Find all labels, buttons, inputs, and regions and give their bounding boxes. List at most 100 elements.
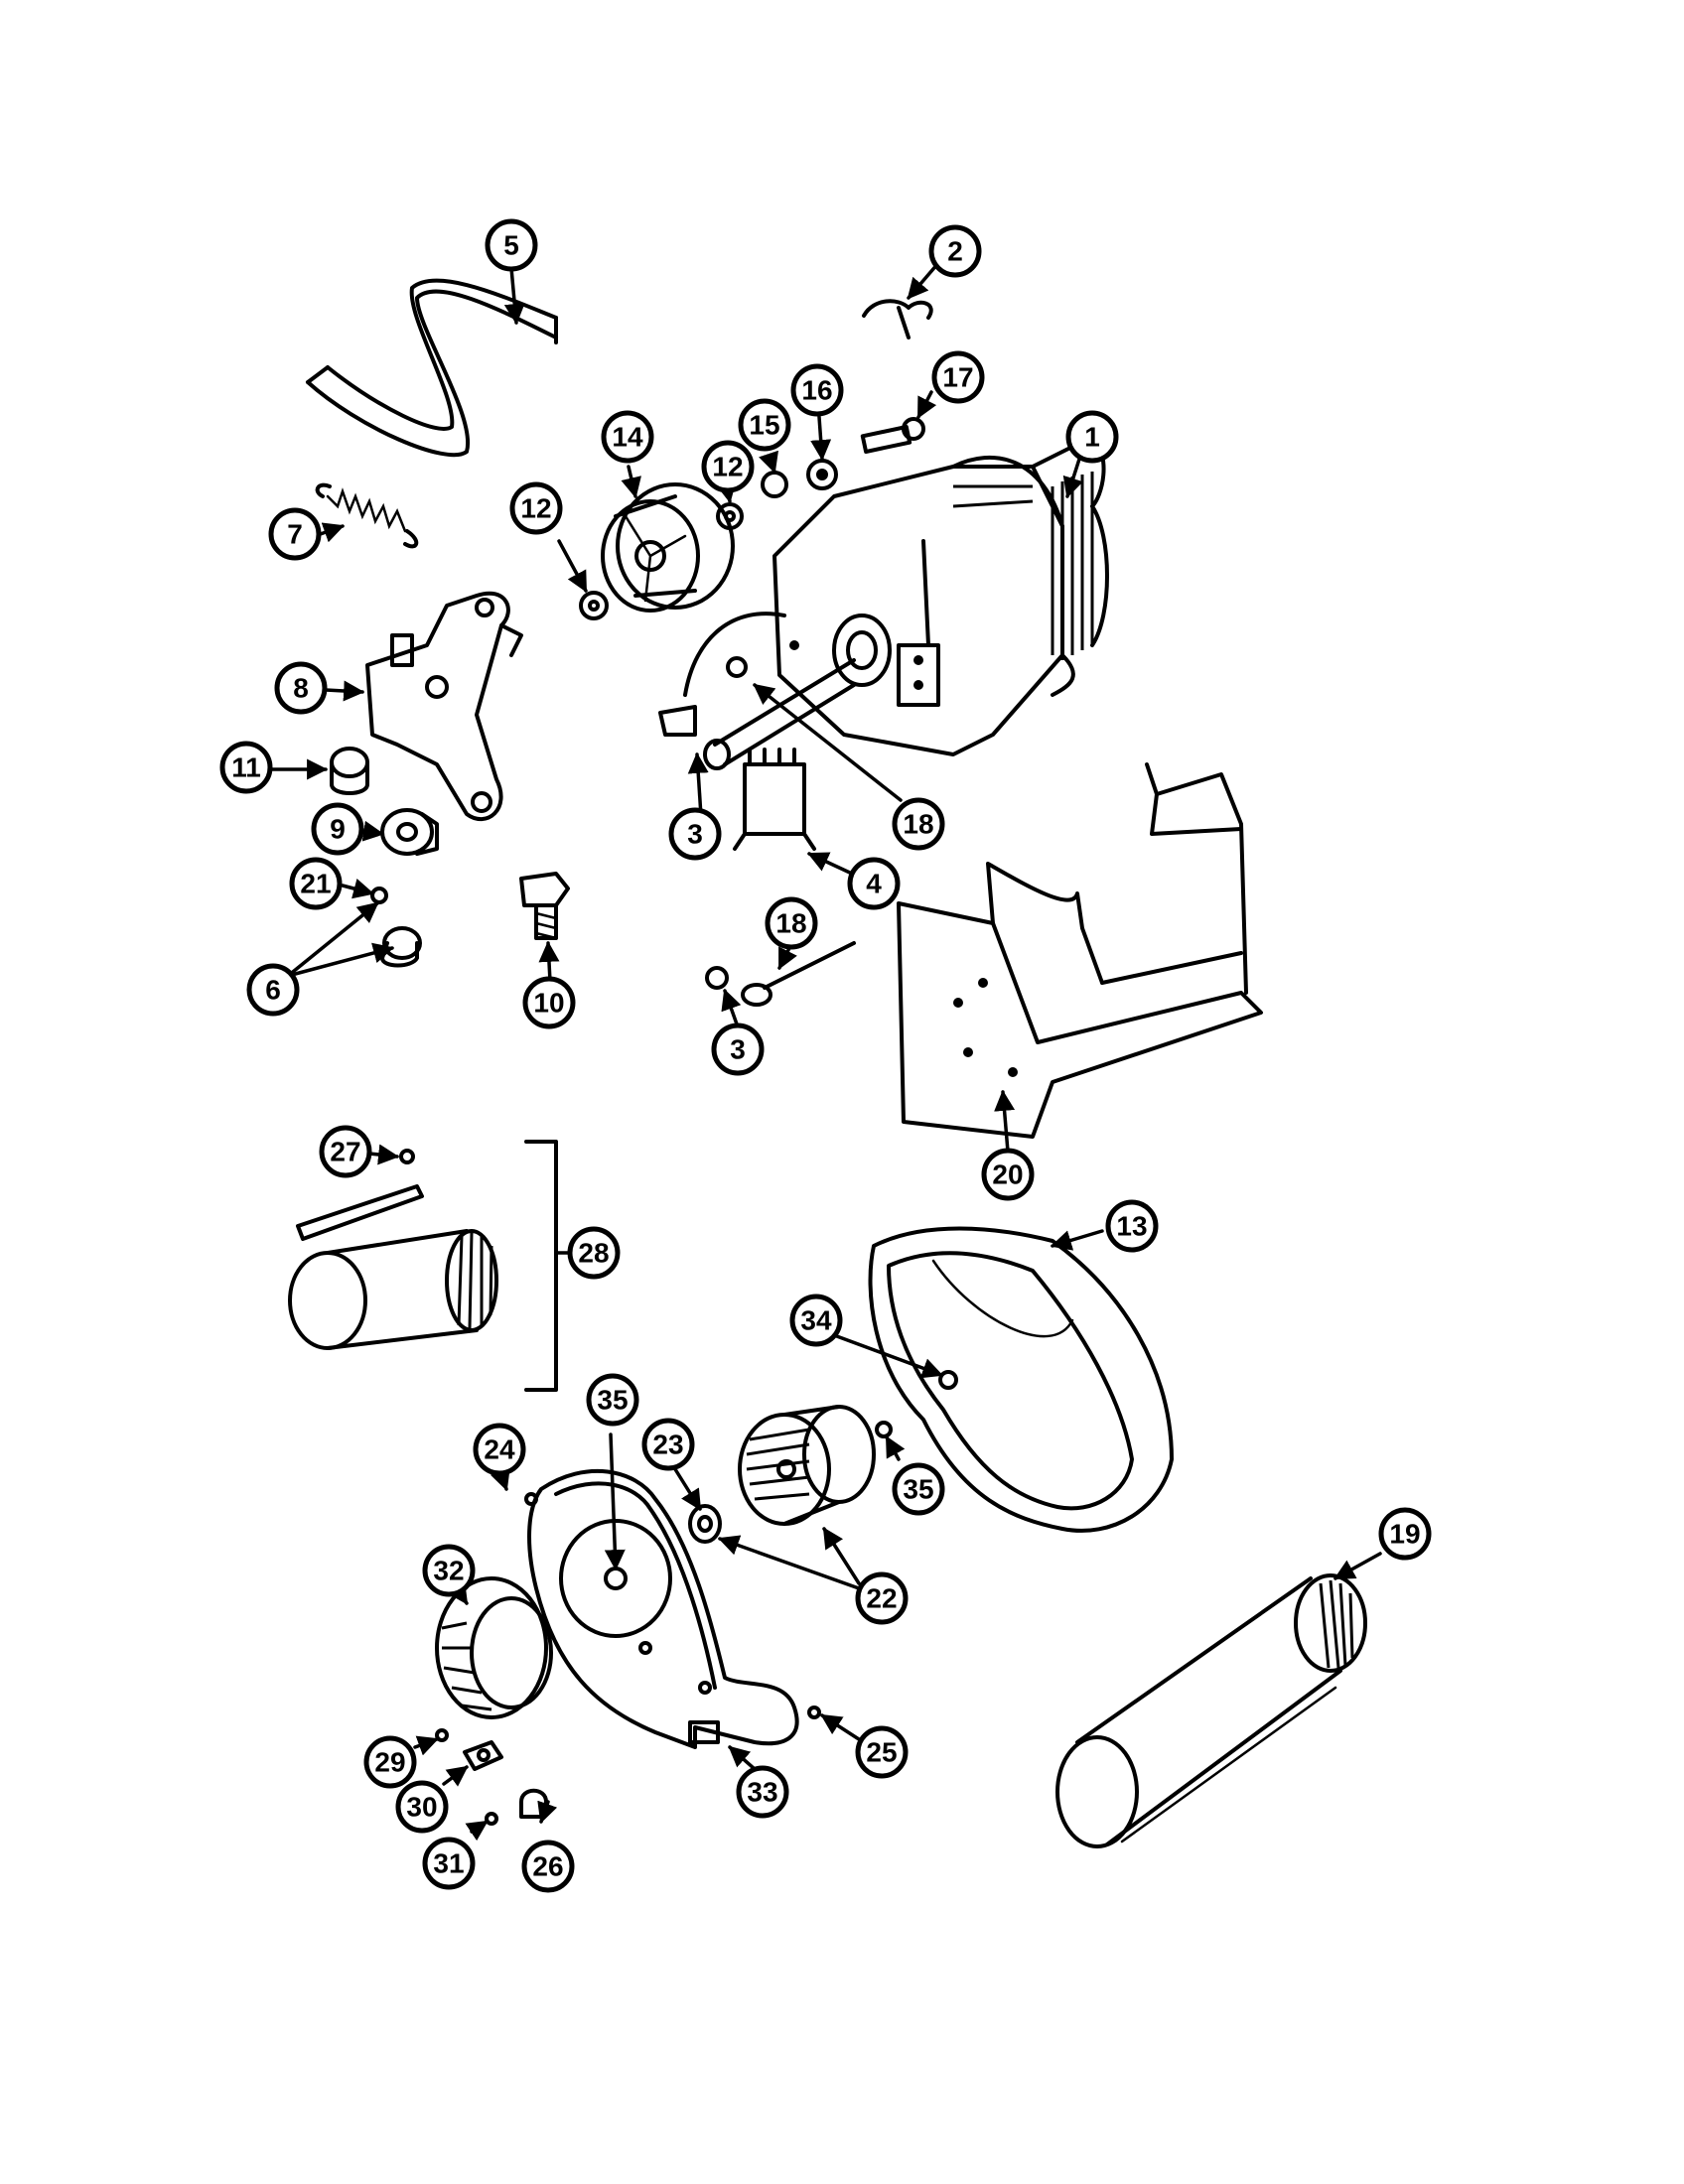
callout-24-label: 24 xyxy=(484,1434,515,1465)
motor-part xyxy=(683,435,1109,770)
callout-27-label: 27 xyxy=(330,1137,360,1167)
callout-3: 3 xyxy=(711,1023,765,1076)
callout-10-label: 10 xyxy=(533,988,564,1019)
washer-parts xyxy=(579,459,838,620)
callout-6: 6 xyxy=(246,963,300,1017)
callout-14: 14 xyxy=(601,410,654,464)
callout-18: 18 xyxy=(765,896,818,950)
callout-15: 15 xyxy=(738,398,791,452)
callout-29-label: 29 xyxy=(374,1747,405,1778)
small-screws-part xyxy=(524,1370,958,1719)
callout-34: 34 xyxy=(789,1294,843,1347)
motor-base-part xyxy=(897,762,1263,1139)
callout-3-label: 3 xyxy=(730,1034,746,1065)
callout-28: 28 xyxy=(567,1226,621,1280)
drum-part xyxy=(1055,1573,1367,1848)
callout-33: 33 xyxy=(736,1765,789,1819)
callout-34-label: 34 xyxy=(800,1305,832,1336)
clip-part xyxy=(862,299,933,340)
callout-16: 16 xyxy=(790,363,844,417)
callout-19-label: 19 xyxy=(1389,1519,1420,1550)
callout-32: 32 xyxy=(422,1544,476,1597)
callout-20-label: 20 xyxy=(992,1160,1023,1190)
callout-23-label: 23 xyxy=(652,1430,683,1460)
callout-3-label: 3 xyxy=(687,819,703,850)
callout-31: 31 xyxy=(422,1837,476,1890)
hub-part xyxy=(688,1504,722,1544)
callout-17: 17 xyxy=(931,350,985,404)
callout-22: 22 xyxy=(855,1571,909,1625)
screw-part xyxy=(658,705,697,737)
callout-16-label: 16 xyxy=(801,375,832,406)
callout-13: 13 xyxy=(1105,1199,1159,1253)
filter-part xyxy=(288,1140,558,1392)
callout-11-label: 11 xyxy=(231,752,261,783)
callout-21: 21 xyxy=(289,857,343,910)
callout-26-label: 26 xyxy=(532,1851,563,1882)
callout-12: 12 xyxy=(509,481,563,535)
callout-23: 23 xyxy=(641,1418,695,1471)
callout-27: 27 xyxy=(319,1125,372,1178)
callout-14-label: 14 xyxy=(612,422,643,453)
callout-35: 35 xyxy=(892,1462,945,1516)
callout-33-label: 33 xyxy=(747,1777,777,1808)
callouts: 1 2 3 3 4 5 6 7 8 9 10 11 12 12 13 14 15… xyxy=(219,218,1432,1893)
spacer-part xyxy=(380,808,439,856)
callout-5-label: 5 xyxy=(503,230,519,261)
callout-25-label: 25 xyxy=(866,1737,897,1768)
callout-17-label: 17 xyxy=(942,362,973,393)
callout-35: 35 xyxy=(586,1373,639,1427)
callout-35-label: 35 xyxy=(597,1385,628,1416)
callout-4-label: 4 xyxy=(866,869,882,899)
bushing-part xyxy=(330,747,369,795)
leader-lines xyxy=(266,261,1382,1842)
spring-part xyxy=(315,482,419,549)
callout-11: 11 xyxy=(219,741,273,794)
bolt-part xyxy=(860,417,925,454)
bracket-part xyxy=(365,591,523,821)
callout-28-label: 28 xyxy=(578,1238,609,1269)
callout-19: 19 xyxy=(1378,1507,1432,1561)
callout-31-label: 31 xyxy=(433,1848,464,1879)
seal-ring-part xyxy=(435,1576,553,1719)
callout-8: 8 xyxy=(274,661,328,715)
callout-2: 2 xyxy=(928,224,982,278)
callout-6-label: 6 xyxy=(265,975,281,1006)
callout-22-label: 22 xyxy=(866,1583,897,1614)
callout-18-label: 18 xyxy=(775,908,806,939)
callout-4: 4 xyxy=(847,857,901,910)
callout-30-label: 30 xyxy=(406,1792,437,1823)
callout-13-label: 13 xyxy=(1116,1211,1147,1242)
callout-20: 20 xyxy=(981,1148,1035,1201)
callout-26: 26 xyxy=(521,1840,575,1893)
blower-belt-part xyxy=(868,1226,1174,1533)
callout-29: 29 xyxy=(363,1735,417,1789)
callout-15-label: 15 xyxy=(749,410,779,441)
callout-1: 1 xyxy=(1065,410,1119,464)
pulley-part xyxy=(601,482,735,613)
callout-32-label: 32 xyxy=(433,1556,464,1586)
roller-part xyxy=(370,887,422,968)
switch-part xyxy=(733,748,816,851)
callout-24: 24 xyxy=(473,1423,526,1476)
callout-35-label: 35 xyxy=(903,1474,933,1505)
callout-21-label: 21 xyxy=(300,869,331,899)
callout-10: 10 xyxy=(522,976,576,1029)
hex-bolt-part xyxy=(519,872,570,940)
callout-1-label: 1 xyxy=(1084,422,1100,453)
callout-18-label: 18 xyxy=(903,809,933,840)
callout-8-label: 8 xyxy=(293,673,309,704)
belt-part xyxy=(306,278,558,458)
terminal-part xyxy=(705,941,856,1007)
callout-3: 3 xyxy=(668,807,722,861)
callout-5: 5 xyxy=(485,218,538,272)
callout-12-label: 12 xyxy=(712,452,743,482)
callout-12: 12 xyxy=(701,440,755,493)
callout-30: 30 xyxy=(395,1780,449,1834)
callout-12-label: 12 xyxy=(520,493,551,524)
callout-7-label: 7 xyxy=(287,519,303,550)
callout-2-label: 2 xyxy=(947,236,963,267)
callout-9: 9 xyxy=(311,802,364,856)
callout-9-label: 9 xyxy=(330,814,346,845)
